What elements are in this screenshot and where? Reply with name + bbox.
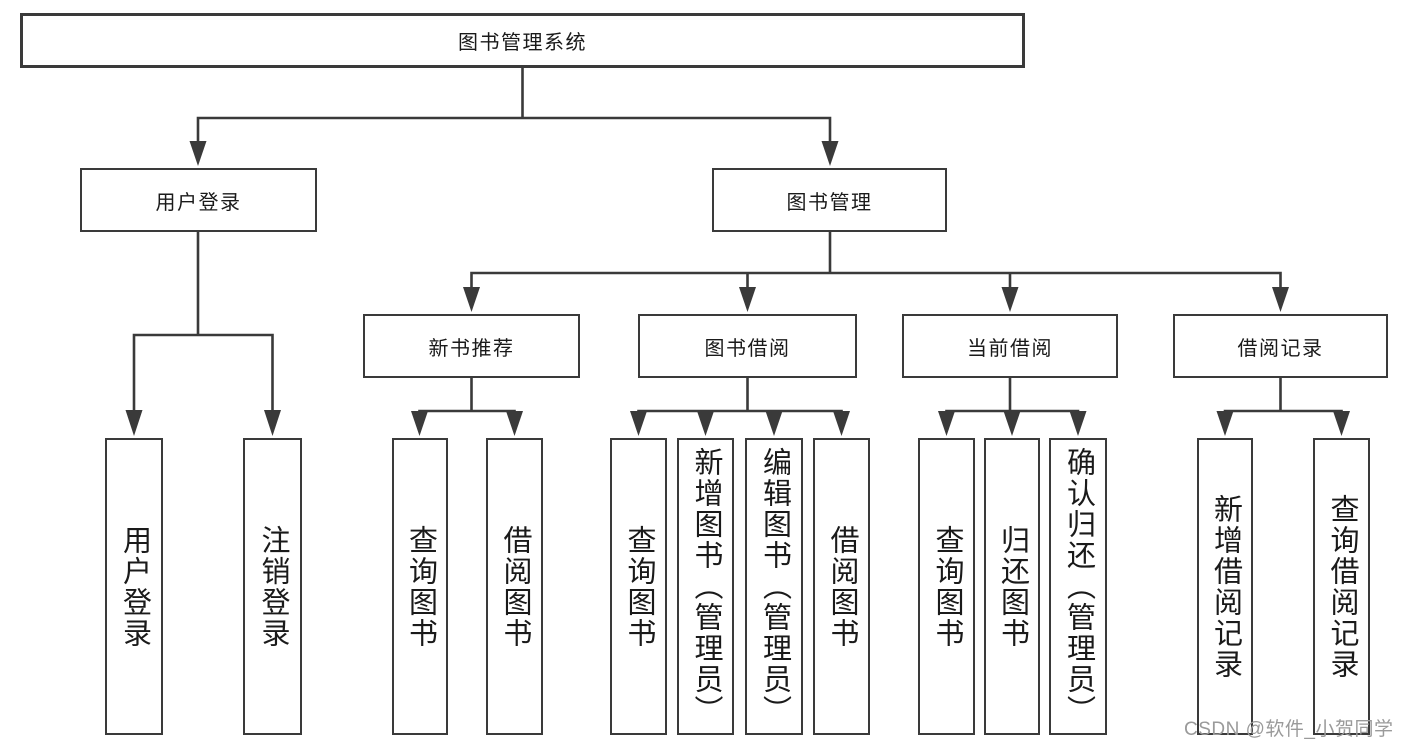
node-book-borrow: 图书借阅 bbox=[638, 314, 857, 378]
leaf-logout-label: 注销登录 bbox=[257, 524, 289, 649]
watermark: CSDN @软件_小贺同学 bbox=[1184, 719, 1394, 740]
leaf-current-confirm-return-admin-label: 确认归还（管理员） bbox=[1062, 447, 1095, 726]
leaf-borrow-query-books: 查询图书 bbox=[610, 438, 667, 735]
leaf-recommend-borrow-books: 借阅图书 bbox=[486, 438, 543, 735]
leaf-recommend-query-books-label: 查询图书 bbox=[404, 524, 437, 649]
leaf-borrow-edit-books-admin-label: 编辑图书（管理员） bbox=[758, 447, 791, 726]
leaf-borrow-add-books-admin: 新增图书（管理员） bbox=[677, 438, 734, 735]
leaf-recommend-query-books: 查询图书 bbox=[392, 438, 448, 735]
node-book-management-label: 图书管理 bbox=[786, 191, 873, 214]
node-book-borrow-label: 图书借阅 bbox=[704, 337, 791, 360]
leaf-current-query-books-label: 查询图书 bbox=[931, 524, 963, 649]
node-book-management: 图书管理 bbox=[712, 168, 947, 232]
node-new-book-recommend-label: 新书推荐 bbox=[428, 337, 515, 360]
node-borrow-records-label: 借阅记录 bbox=[1237, 337, 1324, 360]
leaf-user-login-label: 用户登录 bbox=[118, 524, 151, 649]
node-user-login-group-label: 用户登录 bbox=[155, 191, 242, 214]
node-root: 图书管理系统 bbox=[20, 13, 1025, 68]
leaf-current-return-books-label: 归还图书 bbox=[996, 524, 1029, 649]
leaf-borrow-add-books-admin-label: 新增图书（管理员） bbox=[690, 447, 722, 726]
leaf-records-query-borrow-record: 查询借阅记录 bbox=[1313, 438, 1370, 735]
node-borrow-records: 借阅记录 bbox=[1173, 314, 1388, 378]
node-new-book-recommend: 新书推荐 bbox=[363, 314, 580, 378]
leaf-records-query-borrow-record-label: 查询借阅记录 bbox=[1326, 493, 1358, 680]
leaf-records-add-borrow-record: 新增借阅记录 bbox=[1197, 438, 1253, 735]
leaf-borrow-borrow-books: 借阅图书 bbox=[813, 438, 870, 735]
leaf-borrow-borrow-books-label: 借阅图书 bbox=[826, 524, 858, 649]
leaf-records-add-borrow-record-label: 新增借阅记录 bbox=[1209, 493, 1242, 680]
leaf-current-return-books: 归还图书 bbox=[984, 438, 1040, 735]
leaf-borrow-edit-books-admin: 编辑图书（管理员） bbox=[745, 438, 803, 735]
leaf-logout: 注销登录 bbox=[243, 438, 302, 735]
node-user-login-group: 用户登录 bbox=[80, 168, 317, 232]
leaf-user-login: 用户登录 bbox=[105, 438, 163, 735]
node-current-borrow-label: 当前借阅 bbox=[967, 337, 1053, 360]
node-current-borrow: 当前借阅 bbox=[902, 314, 1118, 378]
leaf-recommend-borrow-books-label: 借阅图书 bbox=[499, 524, 531, 649]
leaf-current-query-books: 查询图书 bbox=[918, 438, 975, 735]
leaf-current-confirm-return-admin: 确认归还（管理员） bbox=[1049, 438, 1107, 735]
leaf-borrow-query-books-label: 查询图书 bbox=[623, 524, 655, 649]
node-root-label: 图书管理系统 bbox=[458, 32, 587, 54]
